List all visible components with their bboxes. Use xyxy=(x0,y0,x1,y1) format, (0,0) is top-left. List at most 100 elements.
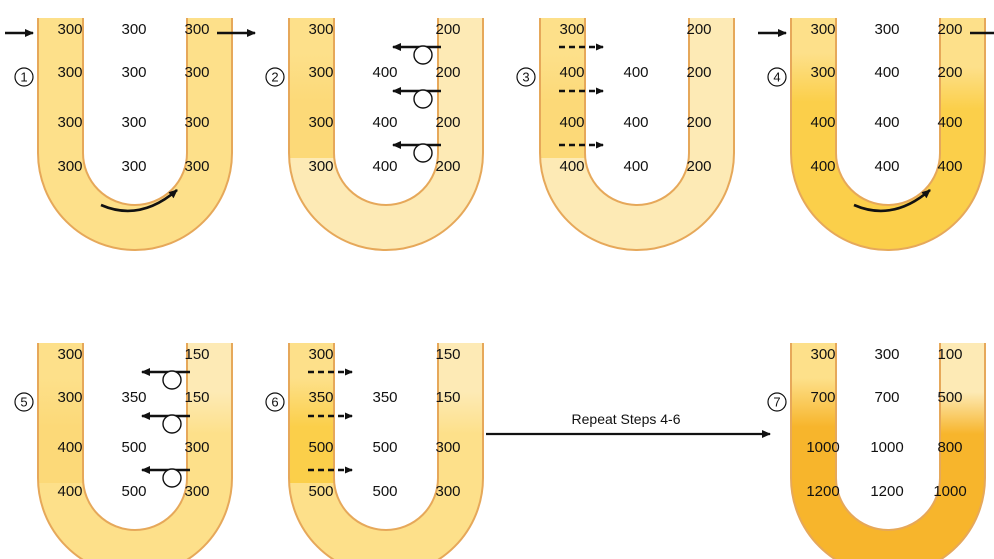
limb-value-left: 400 xyxy=(57,439,82,456)
limb-value-left: 300 xyxy=(308,64,333,81)
active-pump xyxy=(141,368,190,390)
step-badge: 5 xyxy=(14,392,34,412)
descending-limb xyxy=(540,18,585,158)
pump-icon xyxy=(413,89,433,109)
active-pump xyxy=(392,87,441,109)
interstitial-value: 400 xyxy=(623,158,648,175)
limb-value-left: 300 xyxy=(57,346,82,363)
limb-value-right: 200 xyxy=(686,114,711,131)
limb-value-left: 700 xyxy=(810,389,835,406)
ascending-limb xyxy=(187,343,232,483)
limb-value-left: 400 xyxy=(559,114,584,131)
step-badge: 2 xyxy=(265,67,285,87)
interstitial-value: 300 xyxy=(121,158,146,175)
interstitial-value: 300 xyxy=(121,64,146,81)
step-badge: 4 xyxy=(767,67,787,87)
interstitial-value: 400 xyxy=(623,114,648,131)
limb-value-right: 200 xyxy=(937,64,962,81)
u-tube xyxy=(539,18,735,251)
interstitial-value: 350 xyxy=(121,389,146,406)
interstitial-value: 300 xyxy=(121,21,146,38)
limb-value-left: 300 xyxy=(308,158,333,175)
limb-value-left: 400 xyxy=(559,64,584,81)
limb-value-right: 400 xyxy=(937,114,962,131)
limb-value-right: 200 xyxy=(435,64,460,81)
step-badge: 3 xyxy=(516,67,536,87)
descending-limb xyxy=(289,18,334,158)
interstitial-value: 400 xyxy=(874,114,899,131)
interstitial-value: 500 xyxy=(121,439,146,456)
limb-value-left: 300 xyxy=(57,21,82,38)
limb-value-right: 300 xyxy=(184,483,209,500)
u-tube xyxy=(37,18,233,251)
step-number: 2 xyxy=(271,70,278,85)
limb-value-right: 200 xyxy=(435,114,460,131)
ascending-limb xyxy=(940,18,985,158)
limb-value-right: 150 xyxy=(184,389,209,406)
interstitial-value: 700 xyxy=(874,389,899,406)
limb-value-right: 300 xyxy=(435,483,460,500)
interstitial-value: 300 xyxy=(121,114,146,131)
limb-value-right: 300 xyxy=(184,21,209,38)
active-pump xyxy=(392,141,441,163)
descending-limb xyxy=(289,343,334,483)
pump-icon xyxy=(162,414,182,434)
repeat-arrow: Repeat Steps 4-6 xyxy=(486,411,771,438)
step-badge: 6 xyxy=(265,392,285,412)
step-number: 5 xyxy=(20,395,27,410)
interstitial-value: 1000 xyxy=(870,439,903,456)
limb-value-right: 300 xyxy=(184,439,209,456)
limb-value-right: 100 xyxy=(937,346,962,363)
interstitial-value: 300 xyxy=(874,346,899,363)
interstitial-value: 500 xyxy=(372,483,397,500)
limb-value-left: 500 xyxy=(308,439,333,456)
descending-limb xyxy=(38,343,83,483)
step-number: 4 xyxy=(773,70,780,85)
interstitial-value: 400 xyxy=(372,158,397,175)
active-pump xyxy=(392,43,441,65)
limb-value-right: 150 xyxy=(435,389,460,406)
limb-value-left: 1000 xyxy=(806,439,839,456)
limb-value-left: 300 xyxy=(810,21,835,38)
active-pump xyxy=(141,466,190,488)
ascending-limb xyxy=(438,343,483,483)
step-badge: 7 xyxy=(767,392,787,412)
limb-value-left: 300 xyxy=(57,389,82,406)
descending-limb xyxy=(791,18,836,158)
u-tube xyxy=(790,18,986,251)
u-tube xyxy=(288,343,484,559)
u-tube xyxy=(790,343,986,559)
limb-value-left: 300 xyxy=(57,158,82,175)
limb-value-right: 200 xyxy=(937,21,962,38)
pump-icon xyxy=(162,370,182,390)
limb-value-left: 400 xyxy=(57,483,82,500)
ascending-limb xyxy=(689,18,734,158)
interstitial-value: 500 xyxy=(121,483,146,500)
limb-value-left: 300 xyxy=(810,64,835,81)
limb-value-right: 1000 xyxy=(933,483,966,500)
step-number: 1 xyxy=(20,70,27,85)
limb-value-left: 300 xyxy=(57,64,82,81)
interstitial-value: 1200 xyxy=(870,483,903,500)
limb-value-right: 300 xyxy=(184,64,209,81)
step-number: 3 xyxy=(522,70,529,85)
interstitial-value: 350 xyxy=(372,389,397,406)
flow-arrow xyxy=(853,189,931,213)
pump-icon xyxy=(413,143,433,163)
u-tube xyxy=(288,18,484,251)
limb-value-right: 200 xyxy=(435,21,460,38)
limb-value-right: 300 xyxy=(435,439,460,456)
limb-value-left: 300 xyxy=(810,346,835,363)
limb-value-right: 200 xyxy=(686,21,711,38)
limb-value-right: 500 xyxy=(937,389,962,406)
descending-limb xyxy=(38,18,83,158)
limb-value-left: 400 xyxy=(810,158,835,175)
limb-value-left: 300 xyxy=(57,114,82,131)
interstitial-value: 400 xyxy=(372,64,397,81)
